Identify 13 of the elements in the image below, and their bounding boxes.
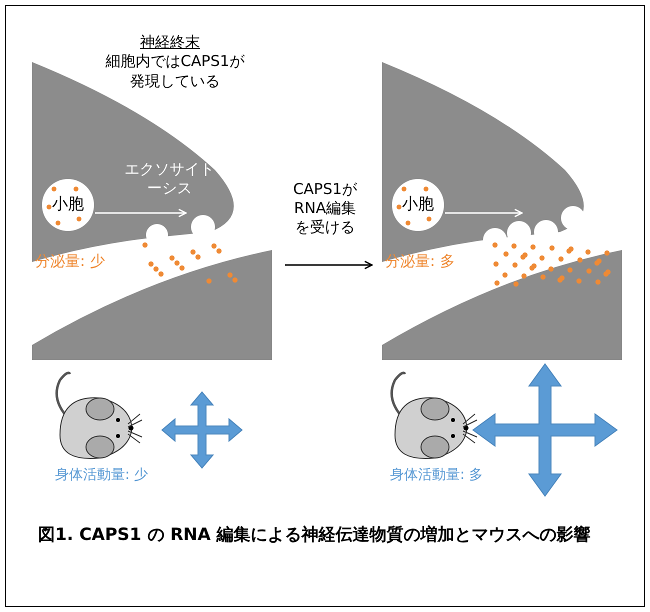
figure-caption: 図1. CAPS1 の RNA 編集による神経伝達物質の増加とマウスへの影響	[38, 524, 592, 547]
activity-label: 身体活動量: 少	[55, 466, 148, 484]
heading: 神経終末	[139, 33, 201, 52]
nerve-terminal-drawing	[380, 60, 625, 360]
edge-label: エクソサイトーシス	[124, 160, 216, 198]
activity-label: 身体活動量: 多	[390, 466, 484, 484]
description-text: 細胞内ではCAPS1が発現している	[104, 51, 246, 91]
edge-label: CAPS1がRNA編集を受ける	[292, 180, 358, 237]
arrow	[95, 208, 187, 218]
arrow	[285, 260, 373, 270]
arrow	[445, 208, 523, 218]
vesicle-label: 小胞	[401, 194, 435, 215]
vesicle-label: 小胞	[51, 194, 85, 215]
